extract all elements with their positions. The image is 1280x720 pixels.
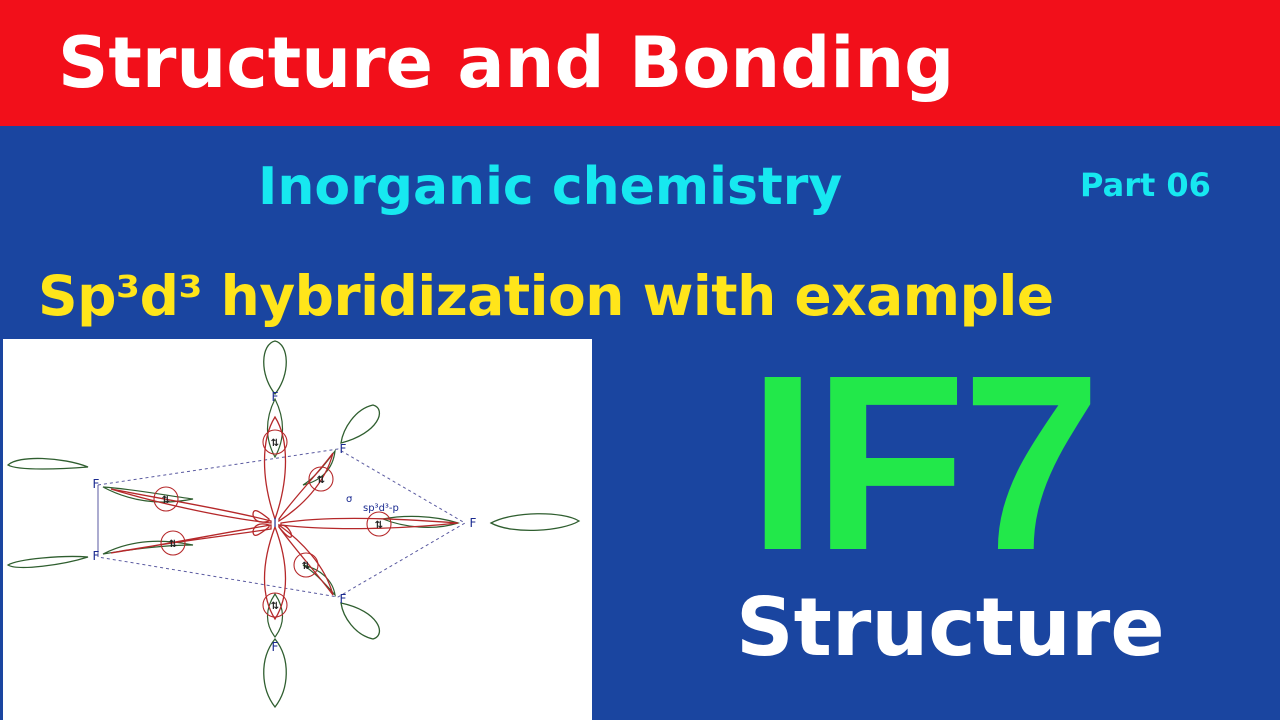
central-atom-label: I xyxy=(273,516,277,530)
topic-heading: Sp³d³ hybridization with example xyxy=(38,264,1054,328)
subject-heading: Inorganic chemistry xyxy=(258,157,843,217)
orbital-diagram-svg: ⇅ ⇅ ⇅ ⇅ ⇅ ⇅ ⇅ I F F F F F F F σ sp³d³-p xyxy=(6,340,581,709)
electron-pair-2: ⇅ xyxy=(271,601,279,612)
hybrid-lobes xyxy=(110,415,459,621)
fluorine-upper-right-label: F xyxy=(340,442,347,456)
fluorine-left-lower-label: F xyxy=(93,549,100,563)
fluorine-left-upper-label: F xyxy=(93,477,100,491)
structure-label: Structure xyxy=(736,581,1165,674)
electron-pair-6: ⇅ xyxy=(317,475,325,486)
electron-pair-4: ⇅ xyxy=(169,539,177,550)
fluorine-bottom-label: F xyxy=(272,640,279,654)
bond-type-label: sp³d³-p xyxy=(363,503,399,514)
sigma-label: σ xyxy=(346,494,353,505)
page-title: Structure and Bonding xyxy=(58,22,955,104)
fluorine-right-label: F xyxy=(470,516,477,530)
electron-pair-5: ⇅ xyxy=(375,520,383,531)
electron-pair-7: ⇅ xyxy=(302,561,310,572)
part-label: Part 06 xyxy=(1080,166,1211,204)
electron-pair-1: ⇅ xyxy=(271,438,279,449)
formula-heading: IF7 xyxy=(748,323,1101,602)
fluorine-top-label: F xyxy=(272,390,279,404)
electron-pair-3: ⇅ xyxy=(162,495,170,506)
title-banner: Structure and Bonding xyxy=(0,0,1280,126)
p-orbitals xyxy=(6,340,581,709)
bipyramid-outline xyxy=(97,448,466,598)
fluorine-lower-right-label: F xyxy=(340,592,347,606)
if7-orbital-diagram: ⇅ ⇅ ⇅ ⇅ ⇅ ⇅ ⇅ I F F F F F F F σ sp³d³-p xyxy=(3,339,592,720)
electron-pair-circles xyxy=(153,429,392,618)
